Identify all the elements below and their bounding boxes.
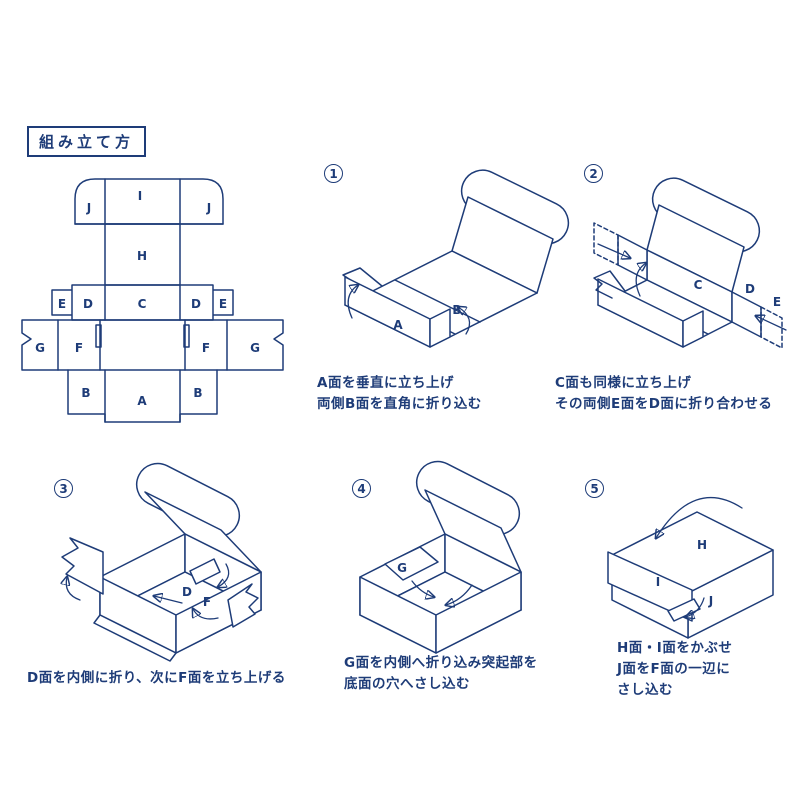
d-tab-left: [617, 234, 648, 281]
template-label-g-left: G: [35, 341, 45, 355]
b-flap: [682, 310, 704, 348]
step-3-diagram: D F: [61, 462, 262, 662]
page-title: 組み立て方: [27, 126, 147, 157]
jagged-flap-f: [227, 583, 259, 628]
step-1-diagram: A B: [342, 169, 570, 348]
i-flap: [607, 551, 693, 622]
fold-arrow: [66, 577, 81, 601]
step2-label-e: E: [773, 295, 781, 309]
step5-label-j: J: [708, 594, 713, 608]
step-4-number: 4: [352, 479, 371, 498]
template-side-row-folds: [104, 284, 181, 321]
tuck-j-arrow: [686, 597, 705, 617]
b-flap: [429, 308, 451, 348]
template-label-e-left: E: [58, 297, 66, 311]
template-label-h: H: [137, 249, 147, 263]
fold-arrow: [154, 596, 183, 604]
template-label-b-left: B: [81, 386, 90, 400]
step3-label-f: F: [203, 595, 211, 609]
template-label-d-right: D: [191, 297, 201, 311]
g-flap: [384, 546, 439, 581]
right-wall: [435, 571, 522, 654]
d-tab-right: [731, 291, 762, 338]
fold-arrow: [347, 285, 358, 319]
step-4-diagram: G: [359, 460, 522, 654]
fold-arrow: [446, 584, 473, 605]
template-bottom-row: [67, 369, 218, 423]
template-top-fold-lines: [74, 178, 224, 225]
d-flap: [189, 558, 221, 585]
step-3-number: 3: [54, 479, 73, 498]
template-label-f-left: F: [75, 341, 83, 355]
template-label-e-right: E: [219, 297, 227, 311]
step1-label-b: B: [452, 303, 461, 317]
bottom-strip-flap: [93, 614, 177, 662]
template-label-c: C: [138, 297, 147, 311]
jagged-wing-left: [61, 537, 104, 595]
flat-template-diagram: J I J H E D C D E G F F G B A B: [21, 178, 284, 423]
template-label-g-right: G: [250, 341, 260, 355]
template-wide-row-folds: [57, 319, 228, 371]
fold-arrow: [193, 609, 219, 620]
step3-label-d: D: [182, 585, 192, 599]
e-tab-left-dashed: [593, 222, 619, 266]
template-label-i: I: [138, 189, 142, 203]
step-5-number: 5: [585, 479, 604, 498]
fold-arrow: [411, 580, 434, 597]
step-5-caption: H面・I面をかぶせ J面をF面の一辺に さし込む: [617, 640, 733, 698]
template-label-b-right: B: [193, 386, 202, 400]
step-1-caption: A面を垂直に立ち上げ 両側B面を直角に折り込む: [317, 375, 482, 412]
fold-arrow: [458, 307, 471, 335]
step5-label-h: H: [697, 538, 707, 552]
template-label-j-left: J: [86, 201, 91, 215]
step2-label-c: C: [694, 278, 703, 292]
step-2-number: 2: [584, 164, 603, 183]
template-bottom-folds: [104, 369, 181, 423]
fold-arrow: [597, 243, 630, 258]
template-slot-right: [183, 324, 190, 348]
close-lid-arrow: [656, 496, 743, 538]
step2-label-d: D: [745, 282, 755, 296]
e-tab-right-dashed: [760, 306, 783, 349]
template-label-f-right: F: [202, 341, 210, 355]
step-2-diagram: C D E: [593, 177, 787, 349]
template-label-j-right: J: [206, 201, 211, 215]
jagged-tab: [593, 270, 626, 299]
template-top-flap: [74, 178, 224, 225]
fold-arrow: [756, 316, 787, 331]
fold-arrow: [218, 563, 230, 587]
step1-label-a: A: [393, 318, 403, 332]
template-wide-row: [21, 319, 284, 371]
step5-label-i: I: [656, 575, 660, 589]
step-3-caption: D面を内側に折り、次にF面を立ち上げる: [27, 670, 286, 686]
template-slot-left: [95, 324, 102, 348]
fold-arrow: [635, 263, 646, 297]
step-2-caption: C面も同様に立ち上げ その両側E面をD面に折り合わせる: [555, 375, 773, 412]
template-label-a: A: [137, 394, 147, 408]
step-4-caption: G面を内側へ折り込み突起部を 底面の穴へさし込む: [344, 655, 538, 692]
step-5-diagram: H I J: [607, 496, 774, 639]
step-1-number: 1: [324, 164, 343, 183]
step4-label-g: G: [397, 561, 407, 575]
template-label-d-left: D: [83, 297, 93, 311]
